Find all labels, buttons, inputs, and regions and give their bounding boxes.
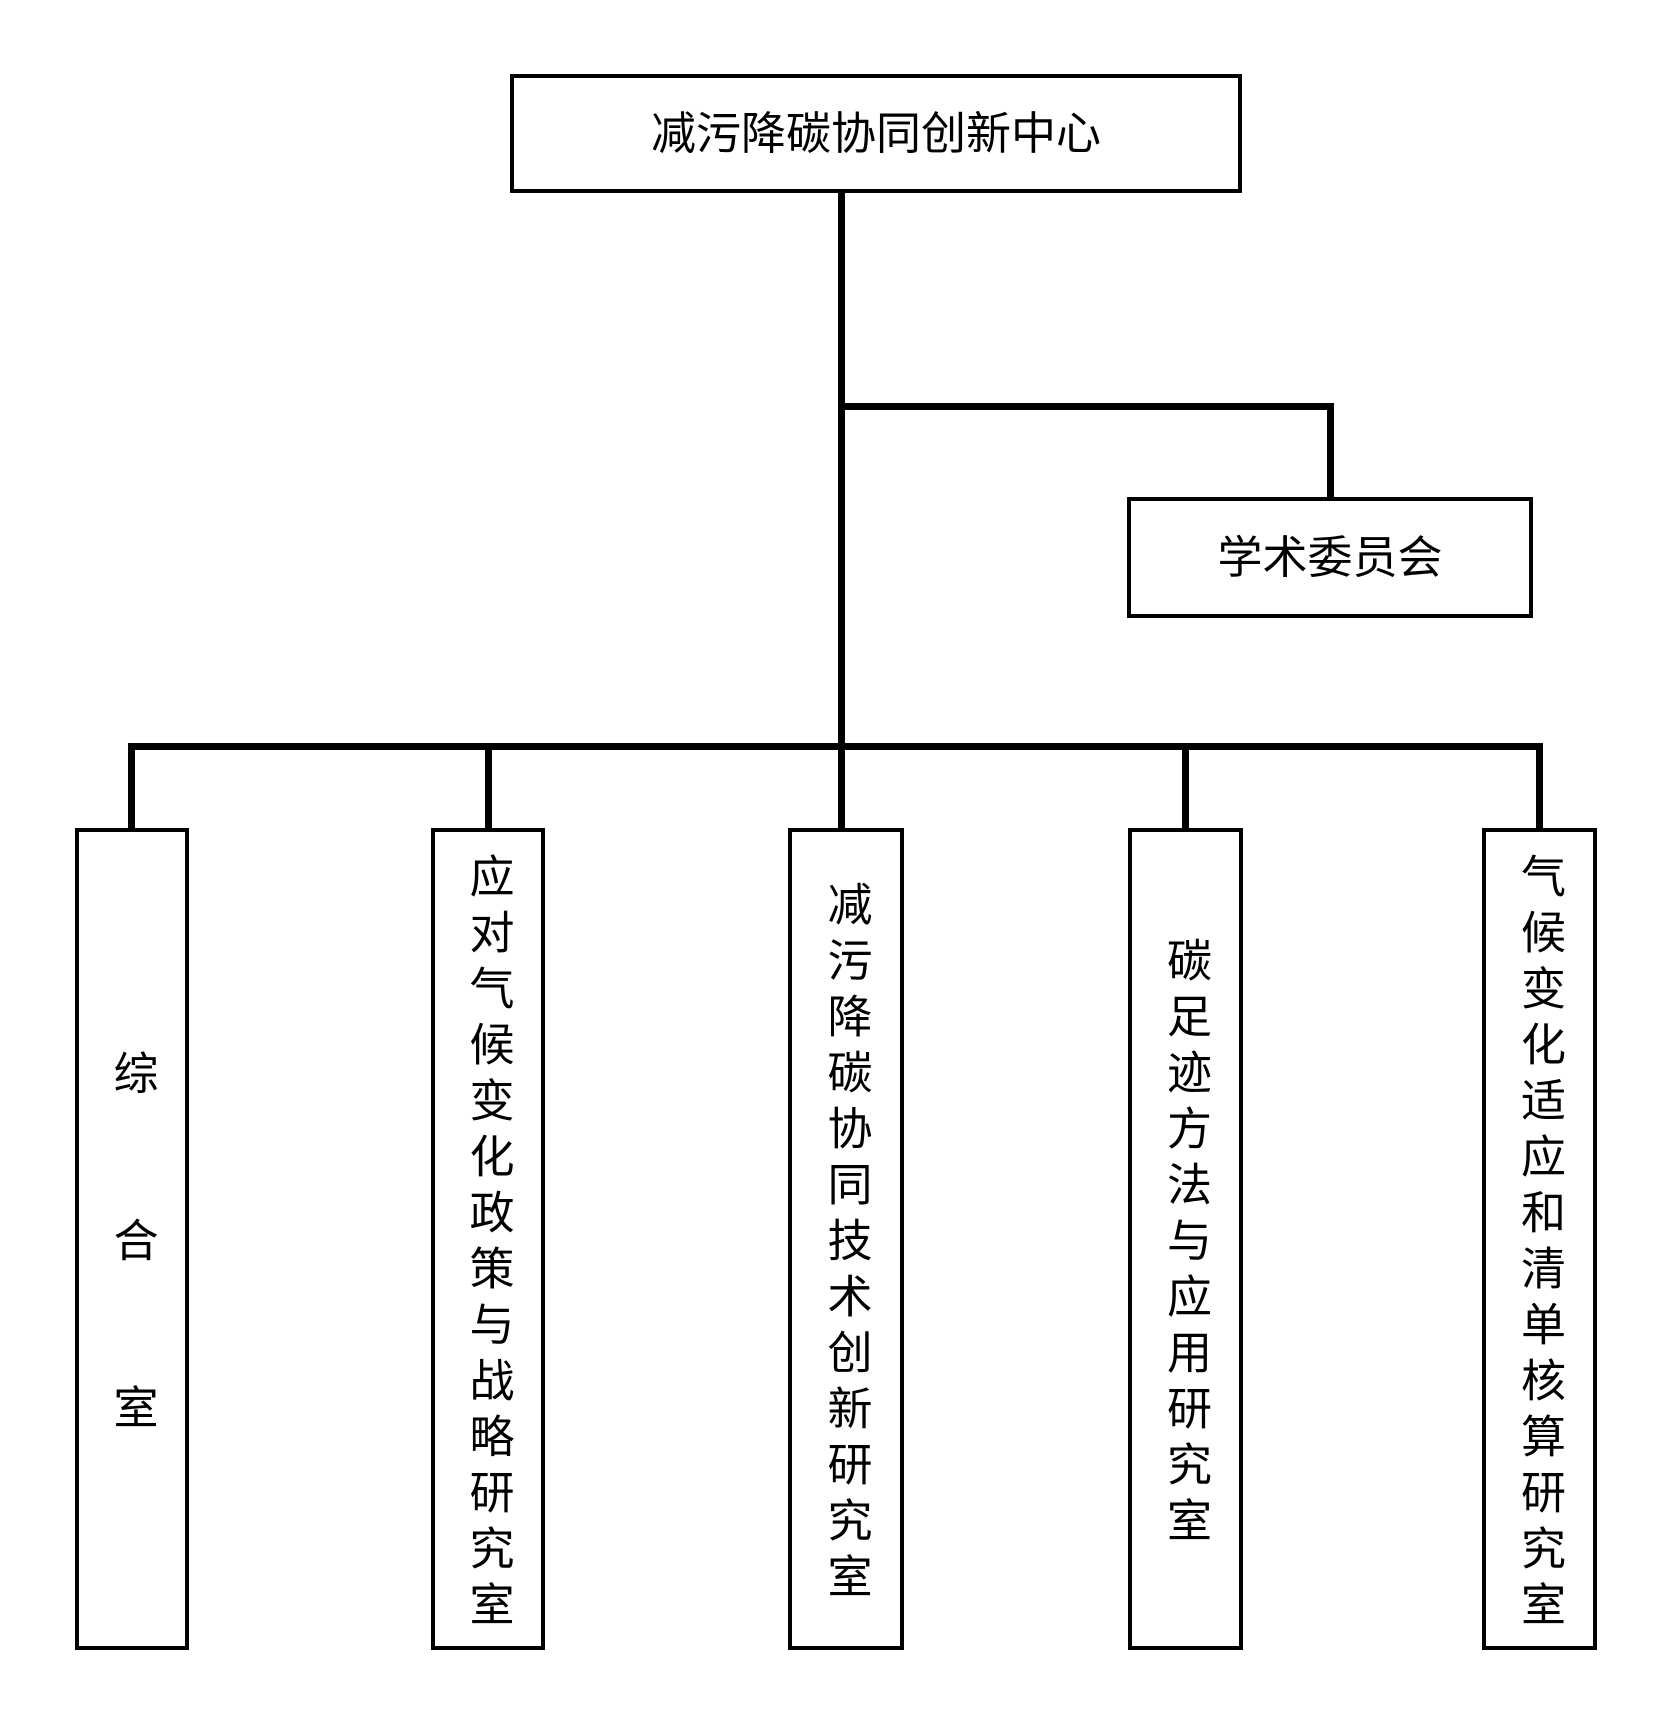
dept-label-synergy-tech-innovation: 减污降碳协同技术创新研究室 [820, 880, 872, 1609]
committee-label: 学术委员会 [1217, 531, 1443, 583]
drop-line-climate-policy [485, 743, 492, 828]
departments-distribution-line [128, 743, 1543, 750]
committee-drop-line [1327, 403, 1334, 497]
dept-label-climate-policy-strategy: 应对气候变化政策与战略研究室 [462, 852, 514, 1637]
root-label: 减污降碳协同创新中心 [650, 107, 1101, 159]
committee-box: 学术委员会 [1127, 497, 1533, 618]
drop-line-adaptation-inventory [1536, 743, 1543, 828]
dept-label-general-office: 综合室 [106, 1049, 158, 1551]
dept-box-general-office: 综合室 [75, 828, 189, 1650]
drop-line-general-office [128, 743, 135, 828]
trunk-connector-line [838, 193, 845, 828]
dept-label-adaptation-inventory: 气候变化适应和清单核算研究室 [1514, 852, 1565, 1637]
dept-box-carbon-footprint: 碳足迹方法与应用研究室 [1128, 828, 1243, 1650]
dept-box-climate-policy-strategy: 应对气候变化政策与战略研究室 [431, 828, 545, 1650]
dept-box-adaptation-inventory: 气候变化适应和清单核算研究室 [1482, 828, 1597, 1650]
dept-label-carbon-footprint: 碳足迹方法与应用研究室 [1160, 936, 1211, 1553]
dept-box-synergy-tech-innovation: 减污降碳协同技术创新研究室 [788, 828, 904, 1650]
drop-line-carbon-footprint [1182, 743, 1189, 828]
root-box: 减污降碳协同创新中心 [510, 74, 1242, 193]
committee-branch-line [838, 403, 1334, 410]
